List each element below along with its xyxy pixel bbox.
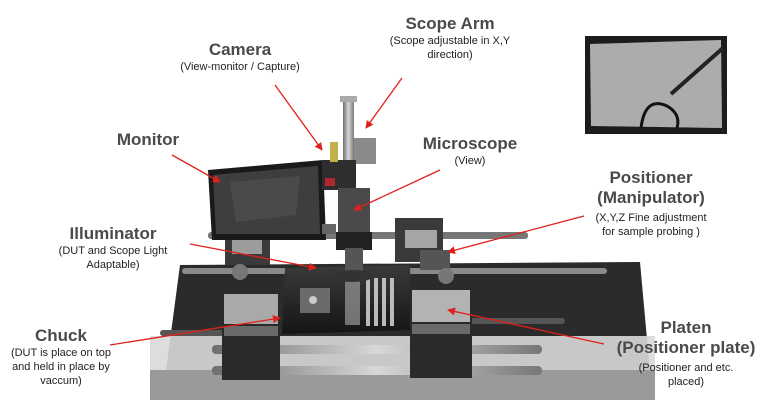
label-microscope: Microscope (View) — [410, 134, 530, 168]
positioner-title-2: (Manipulator) — [597, 188, 705, 207]
illuminator-desc-1: (DUT and Scope Light — [58, 245, 168, 257]
chuck-desc-1: (DUT is place on top — [10, 347, 112, 359]
chuck-block — [222, 292, 280, 380]
arrow-microscope — [353, 169, 441, 211]
microscope-column — [322, 96, 376, 282]
microscope-desc-1: (View) — [454, 155, 486, 167]
arrow-camera — [274, 84, 323, 151]
dut-board — [282, 265, 412, 334]
positioner-desc-1: (X,Y,Z Fine adjustment — [595, 212, 707, 224]
label-illuminator: Illuminator (DUT and Scope Light Adaptab… — [28, 224, 198, 272]
scope-arm-desc-1: (Scope adjustable in X,Y — [389, 35, 511, 47]
positioner-right — [395, 218, 454, 284]
label-scope-arm: Scope Arm (Scope adjustable in X,Y direc… — [370, 14, 530, 62]
platen-desc-2: placed) — [667, 376, 705, 388]
chuck-desc-2: and held in place by — [12, 361, 110, 373]
illuminator-title: Illuminator — [69, 224, 157, 243]
chuck-title: Chuck — [35, 326, 87, 345]
label-chuck: Chuck (DUT is place on top and held in p… — [0, 326, 122, 388]
arrow-platen — [447, 307, 605, 345]
platen-title-1: Platen — [660, 318, 712, 337]
microscope-view-inset — [585, 36, 727, 134]
scope-arm-desc-2: direction) — [427, 49, 473, 61]
camera-desc-1: (View-monitor / Capture) — [180, 61, 300, 73]
positioner-title-1: Positioner — [609, 168, 693, 187]
arrow-monitor — [171, 154, 221, 183]
label-platen: Platen (Positioner plate) (Positioner an… — [606, 318, 766, 389]
arrow-scope-arm — [365, 77, 403, 129]
illuminator-desc-2: Adaptable) — [86, 259, 140, 271]
label-camera: Camera (View-monitor / Capture) — [160, 40, 320, 74]
arrow-chuck — [109, 315, 281, 346]
camera-title: Camera — [208, 40, 272, 59]
annotation-arrows — [109, 77, 605, 346]
microscope-title: Microscope — [422, 134, 518, 153]
arrow-illuminator — [189, 243, 317, 271]
inset-image — [585, 36, 727, 134]
arrow-positioner — [447, 215, 585, 255]
chuck-desc-3: vaccum) — [40, 375, 82, 387]
positioner-desc-2: for sample probing ) — [602, 226, 700, 238]
label-positioner: Positioner (Manipulator) (X,Y,Z Fine adj… — [576, 168, 726, 239]
platen-desc-1: (Positioner and etc. — [638, 362, 734, 374]
label-monitor: Monitor — [108, 130, 188, 150]
monitor-title: Monitor — [116, 130, 180, 149]
monitor-device — [208, 160, 326, 240]
platen-title-2: (Positioner plate) — [616, 338, 756, 357]
platen-block — [410, 288, 472, 378]
scope-arm-title: Scope Arm — [405, 14, 495, 33]
